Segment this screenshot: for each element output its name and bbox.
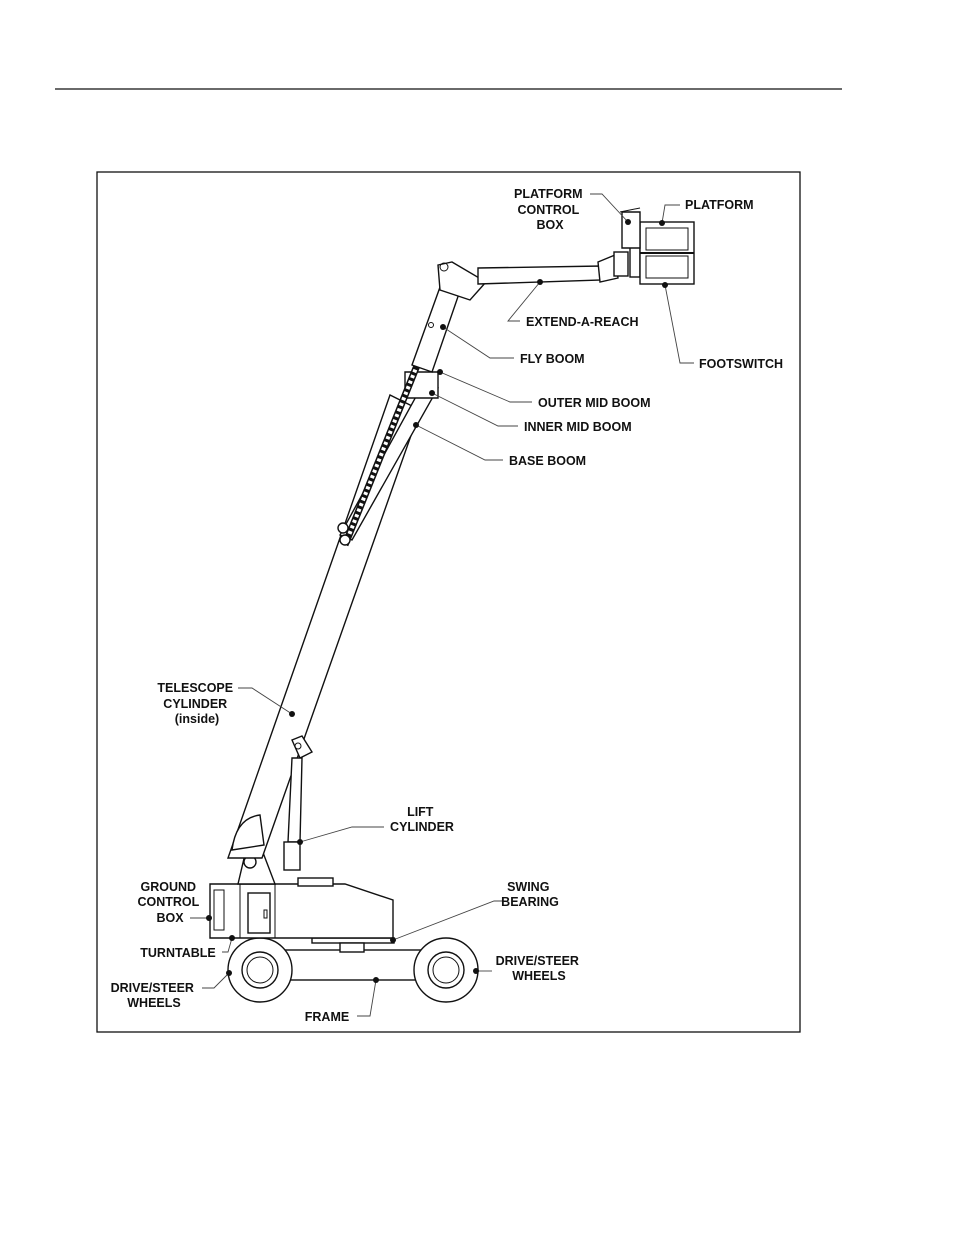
label-lift-cylinder: LIFT CYLINDER xyxy=(390,805,454,834)
label-inner-mid-boom: INNER MID BOOM xyxy=(524,420,632,434)
label-telescope-cylinder: TELESCOPE CYLINDER (inside) xyxy=(157,681,236,726)
label-base-boom: BASE BOOM xyxy=(509,454,586,468)
label-frame: FRAME xyxy=(305,1010,349,1024)
label-drive-steer-wheels-left: DRIVE/STEER WHEELS xyxy=(111,981,198,1010)
platform-control-box-part xyxy=(622,212,640,248)
label-swing-bearing: SWING BEARING xyxy=(501,880,559,909)
label-extend-a-reach: EXTEND-A-REACH xyxy=(526,315,639,329)
label-outer-mid-boom: OUTER MID BOOM xyxy=(538,396,651,410)
label-platform-control-box: PLATFORM CONTROL BOX xyxy=(514,187,586,232)
label-drive-steer-wheels-right: DRIVE/STEER WHEELS xyxy=(496,954,583,983)
label-fly-boom: FLY BOOM xyxy=(520,352,585,366)
left-wheel xyxy=(228,938,292,1002)
label-footswitch: FOOTSWITCH xyxy=(699,357,783,371)
turntable-body xyxy=(210,884,393,938)
platform-basket xyxy=(640,222,694,284)
label-turntable: TURNTABLE xyxy=(140,946,215,960)
bearing-block xyxy=(340,943,364,952)
swing-bearing-part xyxy=(312,938,394,943)
label-platform: PLATFORM xyxy=(685,198,754,212)
right-wheel xyxy=(414,938,478,1002)
